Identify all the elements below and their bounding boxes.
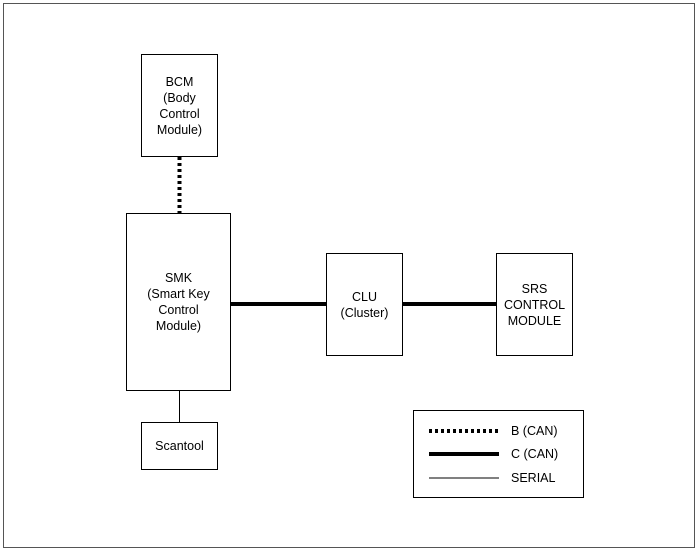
smk-module-label: SMK (Smart Key Control Module) [147,271,210,333]
scantool-box: Scantool [141,422,218,470]
legend-row-b-can: B (CAN) [429,423,558,439]
legend-row-serial: SERIAL [429,470,555,486]
smk-module-box: SMK (Smart Key Control Module) [126,213,231,391]
diagram-frame [3,3,695,548]
legend: B (CAN) C (CAN) SERIAL [413,410,584,498]
srs-module-box: SRS CONTROL MODULE [496,253,573,356]
legend-thick-line-swatch [429,452,499,456]
legend-b-can-label: B (CAN) [511,424,558,438]
legend-c-can-label: C (CAN) [511,447,559,461]
legend-dotted-line-swatch [429,429,499,433]
srs-module-label: SRS CONTROL MODULE [503,281,566,328]
clu-module-box: CLU (Cluster) [326,253,403,356]
bcm-module-box: BCM (Body Control Module) [141,54,218,157]
clu-module-label: CLU (Cluster) [340,289,389,320]
legend-thin-line-swatch [429,477,499,479]
legend-row-c-can: C (CAN) [429,446,558,462]
legend-serial-label: SERIAL [511,471,556,485]
bcm-module-label: BCM (Body Control Module) [156,74,203,137]
scantool-label: Scantool [155,439,204,453]
